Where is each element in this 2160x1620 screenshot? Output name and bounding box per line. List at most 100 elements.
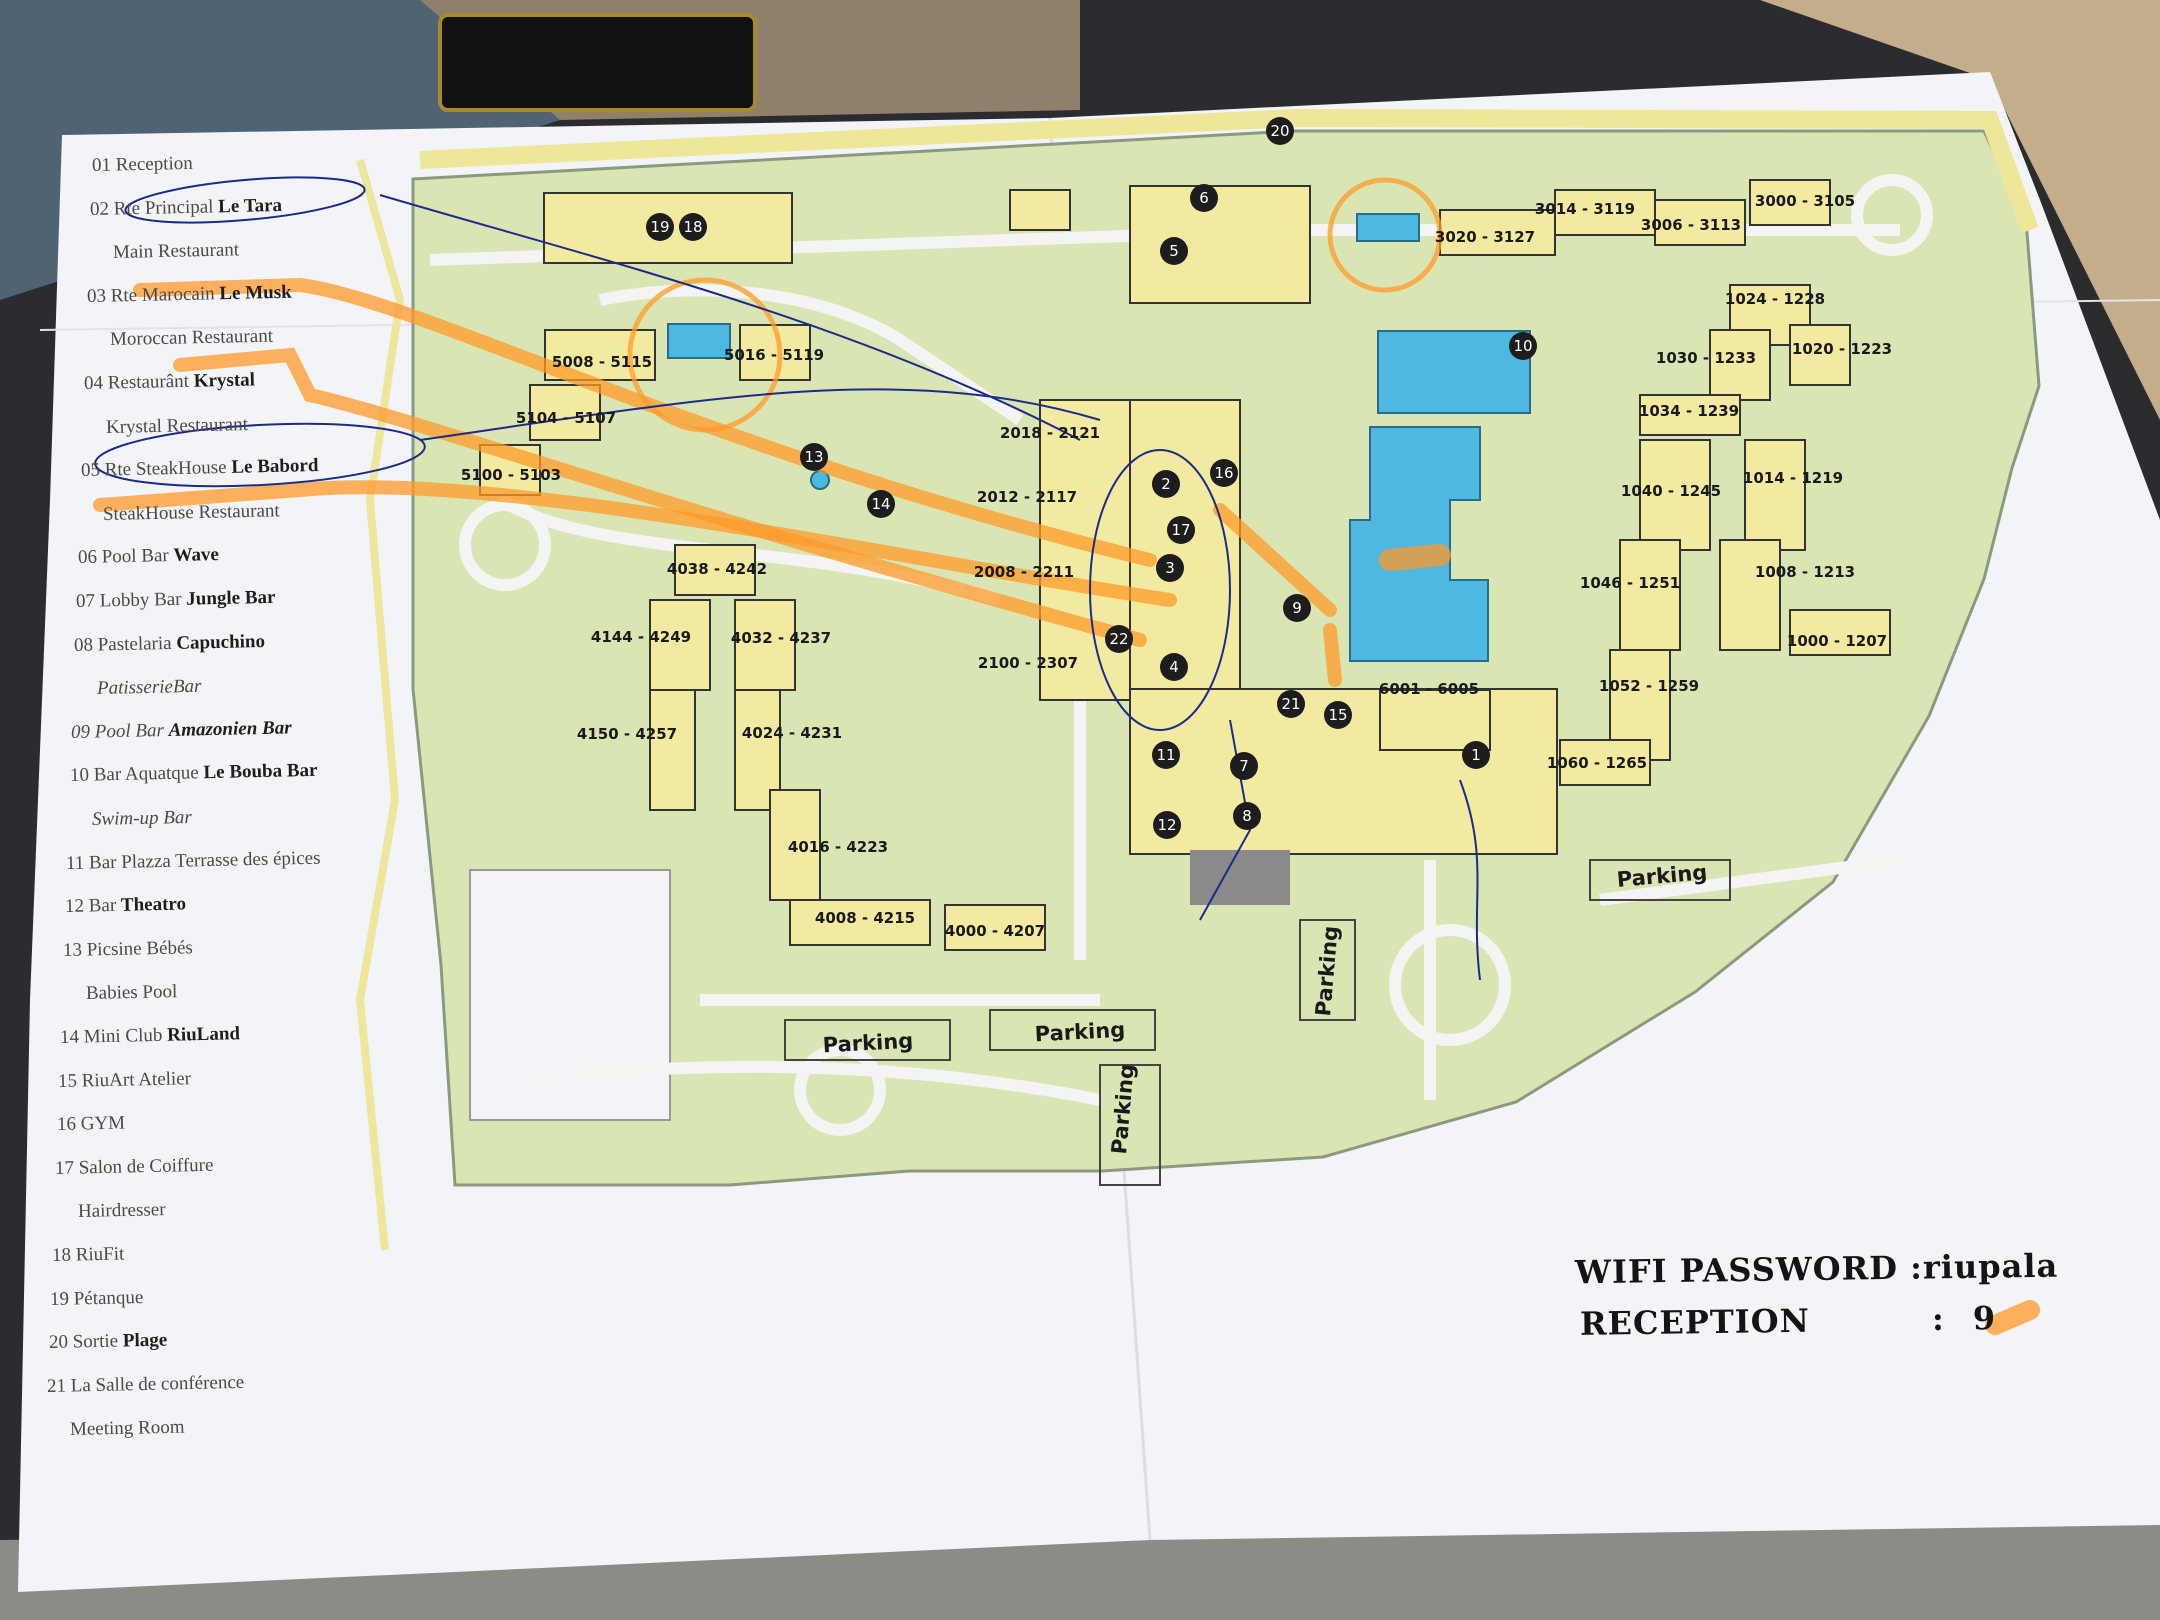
room-range-label: 3006 - 3113 — [1640, 216, 1742, 234]
legend-number: 05 — [80, 459, 101, 482]
legend-item-09: 09 Pool Bar Amazonien Bar — [71, 717, 292, 744]
legend-number: 17 — [54, 1157, 75, 1179]
legend-item-18: 18 RiuFit — [52, 1243, 125, 1267]
legend-venue-name: Le Babord — [230, 455, 319, 479]
legend-text: Pool Bar — [94, 719, 165, 743]
room-range-label: 2018 - 2121 — [999, 424, 1101, 442]
west-border — [355, 158, 405, 1251]
legend-text: Sortie — [72, 1330, 119, 1353]
room-range-label: 1030 - 1233 — [1655, 349, 1757, 367]
legend-text: Pétanque — [73, 1286, 144, 1310]
legend-text: Pastelaria — [97, 632, 173, 656]
legend-item-06: 06 Pool Bar Wave — [77, 544, 218, 569]
room-range-label: 4000 - 4207 — [944, 922, 1046, 940]
legend-number: 06 — [77, 546, 97, 569]
room-range-label: 1008 - 1213 — [1754, 563, 1856, 581]
reception-number: 9 — [1972, 1299, 1997, 1338]
legend-number: 18 — [51, 1244, 72, 1266]
map-marker-18: 18 — [679, 213, 707, 241]
legend-venue-name: Theatro — [120, 893, 187, 917]
legend-item-21: 21 La Salle de conférence — [47, 1372, 245, 1398]
map-marker-12: 12 — [1153, 811, 1181, 839]
map-marker-5: 5 — [1160, 237, 1188, 265]
legend-text: Rte Principal — [113, 196, 215, 220]
room-range-label: 4144 - 4249 — [590, 628, 692, 646]
legend-item-15: 15 RiuArt Atelier — [58, 1068, 191, 1093]
legend-text: Bar Plazza Terrasse des épices — [89, 847, 322, 874]
wifi-separator: : — [1909, 1248, 1924, 1287]
legend-subtitle: Meeting Room — [69, 1416, 185, 1441]
legend-text: RiuFit — [75, 1243, 125, 1266]
room-range-label: 5008 - 5115 — [551, 353, 653, 371]
room-range-label: 5016 - 5119 — [723, 346, 825, 364]
reception-line: RECEPTION : 9 — [1580, 1299, 1997, 1343]
legend-number: 16 — [56, 1113, 77, 1136]
legend-venue-name: Le Bouba Bar — [202, 760, 318, 784]
legend-subtitle: Hairdresser — [77, 1199, 166, 1223]
legend-text: Lobby Bar — [99, 588, 182, 612]
wifi-password-line: WIFI PASSWORD :riupala — [1575, 1247, 2059, 1292]
parking-label: Parking — [822, 1028, 914, 1058]
parking-label: Parking — [1034, 1017, 1126, 1047]
room-range-label: 1014 - 1219 — [1742, 469, 1844, 487]
legend-text: Bar — [88, 895, 117, 917]
legend-subtitle: Babies Pool — [85, 981, 178, 1005]
legend-subtitle: Swim-up Bar — [91, 806, 192, 830]
room-range-label: 1000 - 1207 — [1786, 632, 1888, 650]
legend-number: 08 — [74, 634, 94, 656]
legend-number: 09 — [70, 721, 91, 743]
legend-venue-name: RiuLand — [166, 1023, 241, 1046]
legend-number: 07 — [75, 590, 96, 612]
room-range-label: 1052 - 1259 — [1598, 677, 1700, 695]
legend-subtitle: SteakHouse Restaurant — [102, 500, 281, 525]
map-marker-4: 4 — [1160, 653, 1188, 681]
legend-number: 15 — [58, 1070, 78, 1092]
legend-text: RiuArt Atelier — [81, 1067, 192, 1092]
room-range-label: 5100 - 5103 — [460, 466, 562, 484]
legend-venue-name: Le Tara — [218, 194, 283, 217]
map-marker-21: 21 — [1277, 690, 1305, 718]
room-range-label: 6001 - 6005 — [1378, 680, 1480, 698]
room-range-label: 1060 - 1265 — [1546, 754, 1648, 772]
legend-text: Salon de Coiffure — [78, 1154, 214, 1179]
legend-text: Pool Bar — [101, 545, 169, 568]
legend-subtitle: Main Restaurant — [112, 239, 240, 264]
room-range-label: 4016 - 4223 — [787, 838, 889, 856]
legend-number: 13 — [62, 939, 83, 961]
legend-number: 20 — [48, 1331, 69, 1354]
legend-item-14: 14 Mini Club RiuLand — [60, 1023, 240, 1049]
map-marker-14: 14 — [867, 490, 895, 518]
room-range-label: 4038 - 4242 — [666, 560, 768, 578]
legend-venue-name: Amazonien Bar — [168, 717, 293, 741]
room-range-label: 2012 - 2117 — [976, 488, 1078, 506]
legend-item-02: 02 Rte Principal Le Tara — [90, 195, 283, 221]
legend-item-01: 01 Reception — [92, 153, 193, 177]
legend-number: 04 — [83, 372, 104, 394]
legend-text: Restaurânt — [107, 370, 190, 394]
legend-text: Mini Club — [83, 1024, 163, 1048]
map-marker-11: 11 — [1152, 741, 1180, 769]
map-marker-7: 7 — [1230, 752, 1258, 780]
room-range-label: 3000 - 3105 — [1754, 192, 1856, 210]
legend-number: 01 — [91, 154, 112, 176]
highlighter-marks — [93, 177, 2040, 1335]
legend-item-16: 16 GYM — [57, 1113, 126, 1136]
map-marker-22: 22 — [1105, 625, 1133, 653]
theatre-stage — [1190, 850, 1290, 905]
room-range-label: 4150 - 4257 — [576, 725, 678, 743]
legend-venue-name: Jungle Bar — [186, 586, 276, 610]
parking-lots — [784, 859, 1731, 1186]
legend-item-07: 07 Lobby Bar Jungle Bar — [76, 587, 276, 613]
legend-number: 19 — [50, 1288, 70, 1310]
legend-number: 12 — [64, 895, 85, 918]
room-range-label: 1020 - 1223 — [1791, 340, 1893, 358]
legend-text: La Salle de conférence — [70, 1371, 245, 1397]
legend-item-12: 12 Bar Theatro — [65, 894, 186, 919]
legend-venue-name: Krystal — [193, 369, 256, 392]
map-marker-2: 2 — [1152, 470, 1180, 498]
legend-item-04: 04 Restaurânt Krystal — [84, 369, 255, 395]
map-marker-10: 10 — [1509, 332, 1537, 360]
map-marker-8: 8 — [1233, 802, 1261, 830]
legend-item-13: 13 Picsine Bébés — [63, 937, 193, 962]
map-marker-16: 16 — [1210, 459, 1238, 487]
